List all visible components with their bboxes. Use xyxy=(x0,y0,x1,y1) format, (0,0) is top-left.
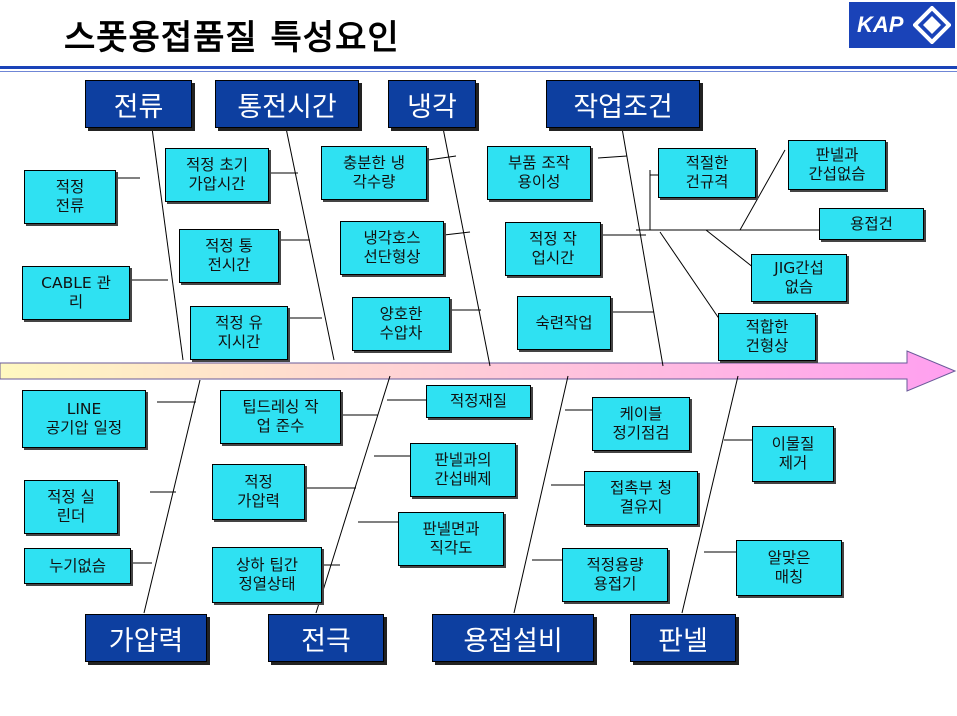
category-cooling: 냉각 xyxy=(388,80,476,128)
factor-box: 냉각호스 선단형상 xyxy=(340,221,444,275)
factor-box: 적정 가압력 xyxy=(212,464,305,520)
category-panel: 판넬 xyxy=(630,614,736,662)
factor-box: 적정 실 린더 xyxy=(24,480,118,534)
category-current: 전류 xyxy=(85,80,192,128)
category-work-conditions: 작업조건 xyxy=(546,80,700,128)
company-logo: KAP xyxy=(849,2,955,48)
factor-box: 적합한 건형상 xyxy=(718,313,816,361)
factor-box: 케이블 정기점검 xyxy=(592,397,690,451)
factor-box: 적정 초기 가압시간 xyxy=(165,148,269,202)
factor-box: 상하 팁간 정열상태 xyxy=(212,547,322,603)
factor-box: 적절한 건규격 xyxy=(658,148,756,198)
factor-box: 용접건 xyxy=(819,208,924,240)
factor-box: 알맞은 매칭 xyxy=(736,540,842,596)
diamond-logo-icon xyxy=(913,6,951,44)
page-title: 스폿용접품질 특성요인 xyxy=(64,18,400,58)
factor-box: 숙련작업 xyxy=(517,296,611,350)
category-weld-time: 통전시간 xyxy=(215,80,359,128)
category-welding-equipment: 용접설비 xyxy=(432,614,594,662)
factor-box: JIG간섭 없슴 xyxy=(751,254,847,302)
factor-box: 적정재질 xyxy=(426,385,531,418)
factor-box: 누기없슴 xyxy=(24,548,131,584)
factor-box: 적정용량 용접기 xyxy=(562,548,668,602)
spine-arrow xyxy=(0,350,957,392)
category-pressure: 가압력 xyxy=(85,614,207,662)
factor-box: 양호한 수압차 xyxy=(352,297,450,351)
factor-box: 적정 작 업시간 xyxy=(505,222,601,276)
factor-box: 적정 전류 xyxy=(24,170,116,224)
factor-box: 적정 유 지시간 xyxy=(190,306,288,360)
header-rule xyxy=(0,66,957,69)
factor-box: 접촉부 청 결유지 xyxy=(584,471,698,525)
logo-text: KAP xyxy=(857,12,904,37)
factor-box: CABLE 관 리 xyxy=(22,266,130,320)
factor-box: 판넬과의 간섭배제 xyxy=(410,443,516,497)
factor-box: 이물질 제거 xyxy=(752,426,834,482)
factor-box: 판넬면과 직각도 xyxy=(398,512,504,566)
factor-box: 충분한 냉 각수량 xyxy=(321,146,427,200)
factor-box: 팁드레싱 작 업 준수 xyxy=(220,390,341,444)
factor-box: 부품 조작 용이성 xyxy=(487,146,591,200)
factor-box: LINE 공기압 일정 xyxy=(22,390,146,448)
factor-box: 판넬과 간섭없슴 xyxy=(788,140,886,190)
factor-box: 적정 통 전시간 xyxy=(179,229,279,283)
header-rule-thin xyxy=(0,71,957,72)
category-electrode: 전극 xyxy=(268,614,384,662)
